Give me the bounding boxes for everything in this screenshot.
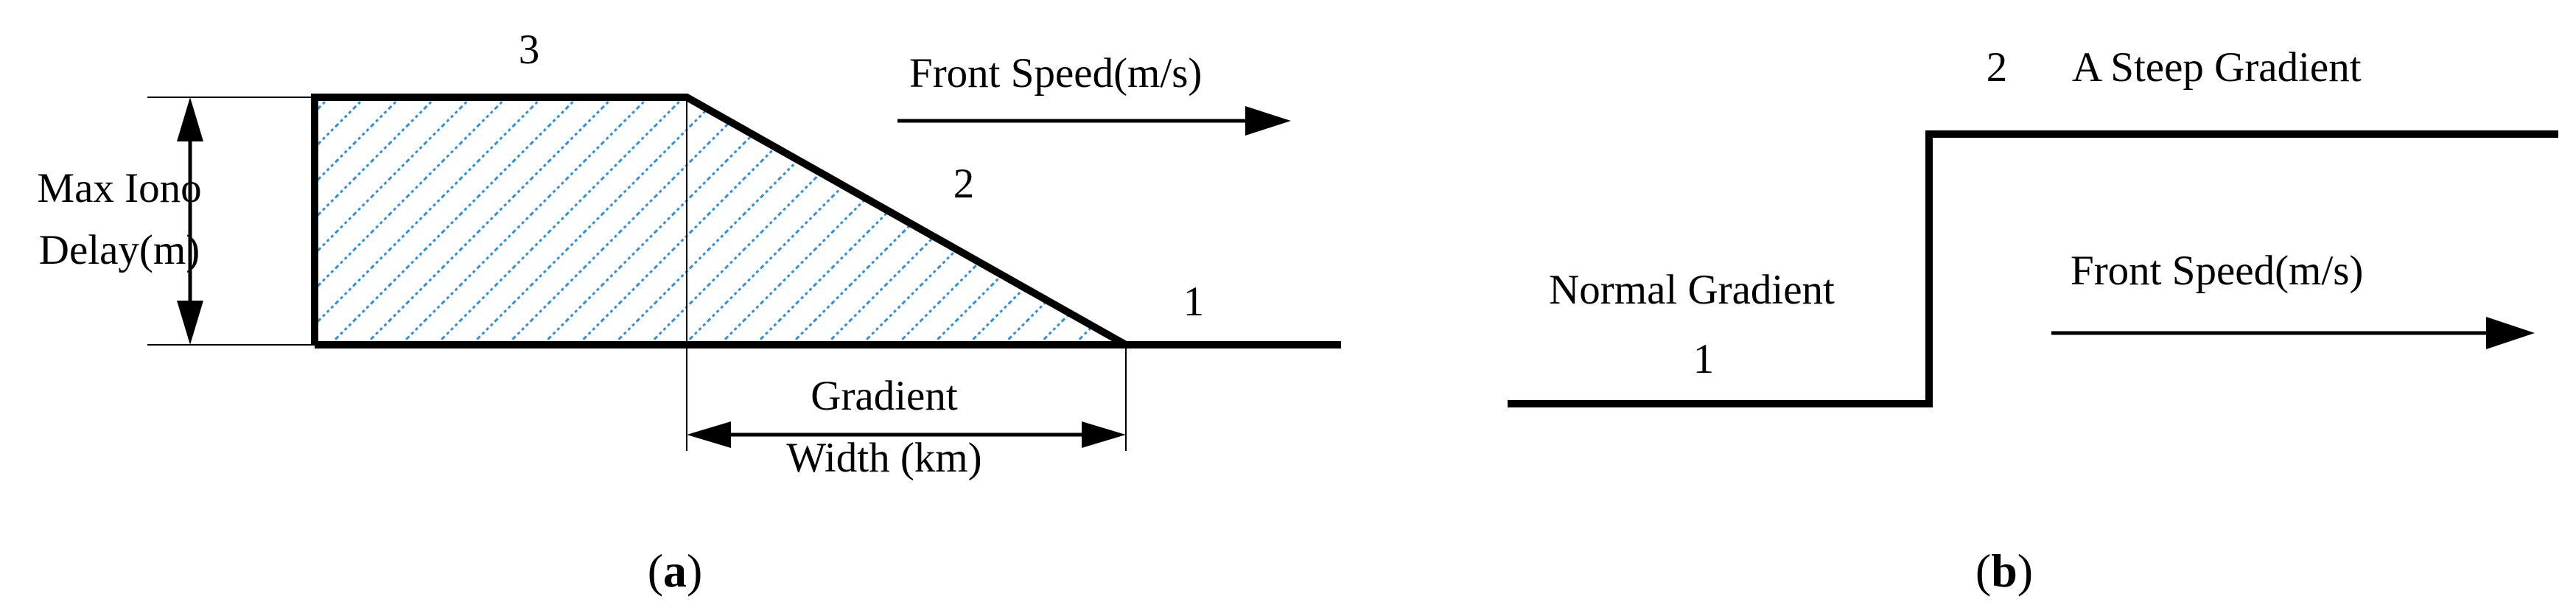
- width-arrow-left: [687, 421, 731, 448]
- gradient-width-label-line2: Width (km): [786, 435, 981, 481]
- max-delay-label-line1: Max Iono: [37, 165, 201, 211]
- front-speed-label-a: Front Speed(m/s): [909, 50, 1202, 97]
- max-delay-label-line2: Delay(m): [39, 227, 200, 273]
- panel-b: 2 A Steep Gradient Normal Gradient 1 Fro…: [1508, 44, 2558, 597]
- front-profile-outline: [311, 94, 1341, 348]
- front-speed-arrowhead-a: [1245, 106, 1291, 136]
- delay-arrow-down: [177, 301, 203, 345]
- front-speed-label-b: Front Speed(m/s): [2071, 248, 2363, 294]
- steep-gradient-label: A Steep Gradient: [2072, 44, 2362, 91]
- normal-gradient-label: Normal Gradient: [1549, 267, 1835, 313]
- step-gradient-profile: [1508, 130, 2558, 407]
- front-speed-arrowhead-b: [2486, 317, 2535, 349]
- width-arrow-right: [1082, 421, 1126, 448]
- panel-a-caption: (a): [648, 544, 703, 597]
- panel-a: 3 2 1 Front Speed(m/s) Max Iono Delay(m)…: [37, 27, 1341, 597]
- steep-number-label: 2: [1987, 44, 2008, 91]
- normal-number-label: 1: [1693, 336, 1715, 382]
- panel-b-caption: (b): [1975, 544, 2033, 597]
- segment-2-label: 2: [953, 161, 975, 207]
- delay-arrow-up: [177, 97, 203, 141]
- segment-3-label: 3: [519, 27, 540, 73]
- segment-1-label: 1: [1183, 279, 1205, 325]
- gradient-width-label-line1: Gradient: [811, 373, 958, 419]
- ionosphere-front-shape: [315, 97, 1126, 345]
